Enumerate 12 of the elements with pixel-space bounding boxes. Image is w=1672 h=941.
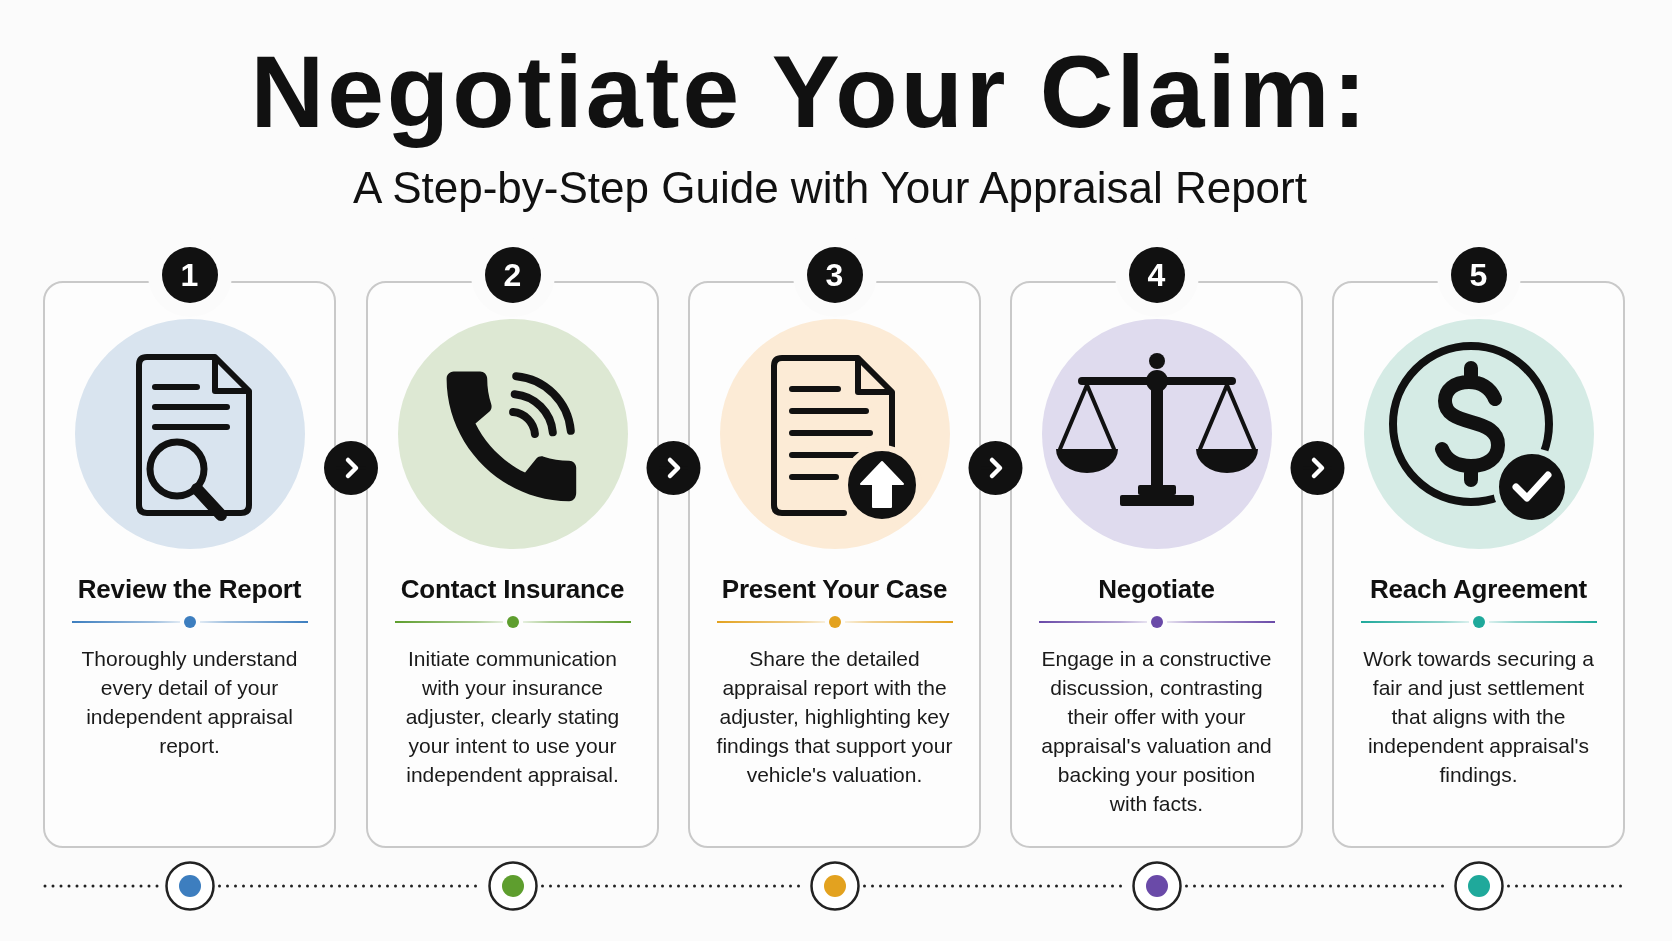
step-description: Initiate communication with your insurance adjuster, clearly stating your intent to use your independent appraisal.	[404, 646, 621, 788]
step-heading: Contact Insurance	[400, 574, 625, 604]
step-heading: Reach Agreement	[1369, 574, 1588, 604]
step-description: Work towards securing a fair and just settlement that aligns with the independent appraisal's findings.	[1362, 646, 1595, 788]
step-description: Engage in a constructive discussion, contrasting their offer with your appraisal's valuation and backing your position with facts.	[1040, 646, 1273, 817]
subtitle: A Step-by-Step Guide with Your Appraisal Report	[353, 162, 1307, 214]
step-heading: Review the Report	[77, 574, 302, 604]
step-heading: Present Your Case	[721, 574, 948, 604]
title: Negotiate Your Claim:	[250, 34, 1370, 151]
step-description: Share the detailed appraisal report with the adjuster, highlighting key findings that support your vehicle's valuation.	[715, 646, 954, 788]
step-description: Thoroughly understand every detail of your independent appraisal report.	[80, 646, 299, 759]
step-heading: Negotiate	[1098, 574, 1215, 604]
